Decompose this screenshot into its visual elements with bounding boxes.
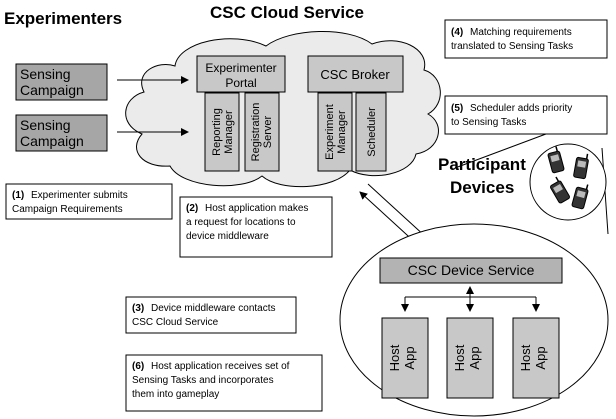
host-app-3-line1: Host <box>518 344 533 371</box>
note-4-box <box>444 19 608 59</box>
note-2-line3: device middleware <box>186 231 269 242</box>
campaign-2-line2: Campaign <box>20 133 84 149</box>
csc-broker-box <box>307 55 404 93</box>
note-5-box <box>444 95 608 135</box>
scheduler-label: Scheduler <box>366 107 378 157</box>
device-service-label: CSC Device Service <box>408 262 535 278</box>
note-5-line2: to Sensing Tasks <box>451 117 526 128</box>
phone-icon <box>547 146 565 174</box>
phone-icon <box>550 176 570 204</box>
note-6-line2: Sensing Tasks and incorporates <box>132 375 274 386</box>
campaign-2-line1: Sensing <box>20 117 71 133</box>
registration-line2: Server <box>262 115 274 148</box>
note-4-line2: translated to Sensing Tasks <box>451 41 573 52</box>
experiment-manager-box <box>317 92 353 172</box>
reporting-line1: Reporting <box>211 108 223 156</box>
note-1-box <box>5 183 173 220</box>
host-app-box-1 <box>381 317 429 399</box>
note-4-line1: Matching requirements <box>470 27 572 38</box>
registration-server-box <box>244 92 280 172</box>
note-2-box <box>179 196 333 258</box>
broker-label: CSC Broker <box>320 67 390 82</box>
note-2-line2: a request for locations to <box>186 217 296 228</box>
heading-participant-line1: Participant <box>438 155 526 174</box>
campaign-1-line2: Campaign <box>20 82 84 98</box>
note-3-number: (3) <box>132 303 144 314</box>
note-1-line2: Campaign Requirements <box>12 204 123 215</box>
note-3-line1: Device middleware contacts <box>151 303 276 314</box>
cloud-shape <box>125 30 441 188</box>
heading-experimenters: Experimenters <box>4 9 122 28</box>
note-1-number: (1) <box>12 190 24 201</box>
note-3-line2: CSC Cloud Service <box>132 317 219 328</box>
heading-cloud-service: CSC Cloud Service <box>210 3 364 22</box>
note-1-line1: Experimenter submits <box>31 190 128 201</box>
note-3-box <box>125 296 297 334</box>
scheduler-box <box>355 92 387 172</box>
phone-icon <box>573 153 589 180</box>
portal-line1: Experimenter <box>205 61 276 75</box>
experiment-manager-line2: Manager <box>336 110 348 154</box>
registration-line1: Registration <box>250 103 262 162</box>
portal-line2: Portal <box>225 76 256 90</box>
host-app-2-line1: Host <box>452 344 467 371</box>
note-6-line1: Host application receives set of <box>151 361 290 372</box>
experimenter-portal-box <box>196 55 286 93</box>
zoom-line-left <box>454 127 563 169</box>
note-4-number: (4) <box>451 27 463 38</box>
host-app-2-line2: App <box>467 346 482 369</box>
note-2-number: (2) <box>186 203 198 214</box>
device-service-box <box>379 257 563 284</box>
experiment-manager-line1: Experiment <box>324 104 336 160</box>
campaign-1-line1: Sensing <box>20 66 71 82</box>
reporting-manager-box <box>204 92 240 172</box>
reporting-line2: Manager <box>223 110 235 154</box>
campaign-box-2 <box>15 114 108 152</box>
phone-icon <box>571 184 589 210</box>
host-app-3-line2: App <box>533 346 548 369</box>
host-app-1-line2: App <box>402 346 417 369</box>
note-5-line1: Scheduler adds priority <box>470 103 572 114</box>
campaign-box-1 <box>15 63 108 101</box>
note-5-number: (5) <box>451 103 463 114</box>
host-app-box-2 <box>446 317 494 399</box>
note-6-line3: them into gameplay <box>132 389 219 400</box>
host-app-1-line1: Host <box>387 344 402 371</box>
note-6-number: (6) <box>132 361 144 372</box>
note-2-line1: Host application makes <box>205 203 308 214</box>
note-6-box <box>125 354 323 412</box>
phones-circle <box>529 143 607 221</box>
heading-participant-line2: Devices <box>450 178 514 197</box>
host-app-box-3 <box>512 317 560 399</box>
